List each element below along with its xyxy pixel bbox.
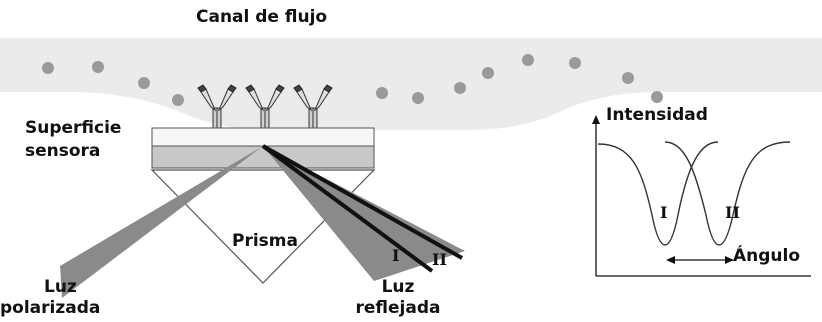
particle [454,82,466,94]
graph-y-arrow [592,115,600,124]
particle [569,57,581,69]
incident-beam [60,146,263,298]
prism-label: Prisma [232,231,298,251]
antibody-icon [293,84,333,129]
dip-label-I: I [660,203,668,222]
sensor-chip-layer [151,145,375,169]
reflected-line-II [262,144,463,260]
particle [651,91,663,103]
particle [42,62,54,74]
graph-x-axis-label: Ángulo [733,246,801,266]
particle [622,72,634,84]
flow-channel-label: Canal de flujo [196,7,328,27]
particle [412,92,424,104]
particles [42,54,663,106]
particle [92,61,104,73]
reflected-light-label-1: Luz [381,277,415,297]
polarized-light-label-2: polarizada [0,298,101,318]
antibody-icon [245,84,285,129]
sensor-chip-top [151,127,375,147]
particle [482,67,494,79]
polarized-light-label-1: Luz [44,277,77,297]
sensor-surface-label-1: Superficie [25,118,122,138]
shift-arrow-right-head [725,256,734,264]
flow-channel [0,38,822,130]
graph-y-axis-label: Intensidad [606,105,708,125]
particle [172,94,184,106]
beam-label-I: I [392,246,400,265]
sensor-surface-label-2: sensora [25,141,101,161]
dip-label-II: II [725,203,740,222]
particle [138,77,150,89]
reflected-line-I [261,144,434,273]
particle [376,87,388,99]
reflected-light-label-2: reflejada [355,298,441,318]
particle [522,54,534,66]
curve-I [597,141,719,246]
curve-II [664,141,791,246]
shift-arrow-left-head [666,256,675,264]
beam-label-II: II [432,250,447,269]
reflected-beam [263,146,465,281]
